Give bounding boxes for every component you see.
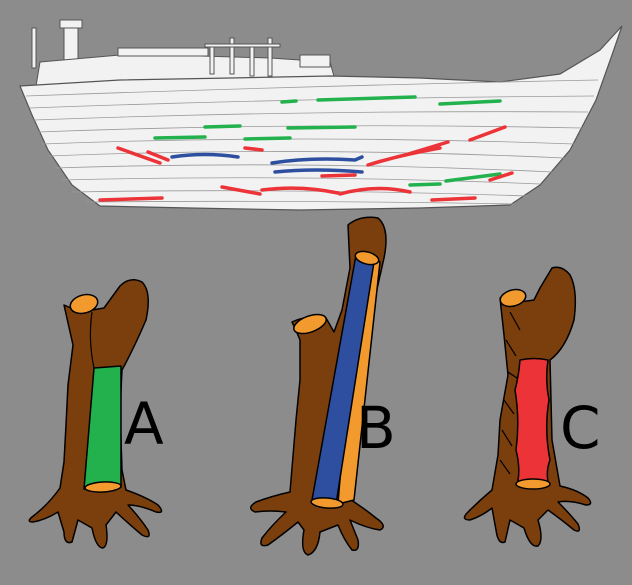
hull-mark-red [322, 175, 355, 176]
label-a: A [124, 390, 164, 458]
hull-mark-red [100, 198, 162, 200]
hull-mark-green [282, 101, 296, 102]
hull-mark-red [432, 198, 475, 200]
hull-mark-green [205, 126, 240, 127]
timber-c-cut-end [516, 479, 550, 489]
hull-mark-green [155, 137, 205, 138]
hull-mark-green [288, 127, 355, 128]
timber-c [515, 359, 550, 486]
label-c: C [560, 394, 601, 462]
tree-b [251, 217, 386, 555]
hull-mark-red [245, 148, 262, 150]
ship-hull [20, 26, 622, 210]
label-b: B [356, 394, 396, 462]
ship-hull-drawing [20, 20, 622, 210]
ship-superstructure [32, 20, 335, 86]
hull-mark-green [245, 138, 290, 139]
hull-mark-blue [275, 170, 362, 172]
hull-mark-green [410, 184, 440, 185]
